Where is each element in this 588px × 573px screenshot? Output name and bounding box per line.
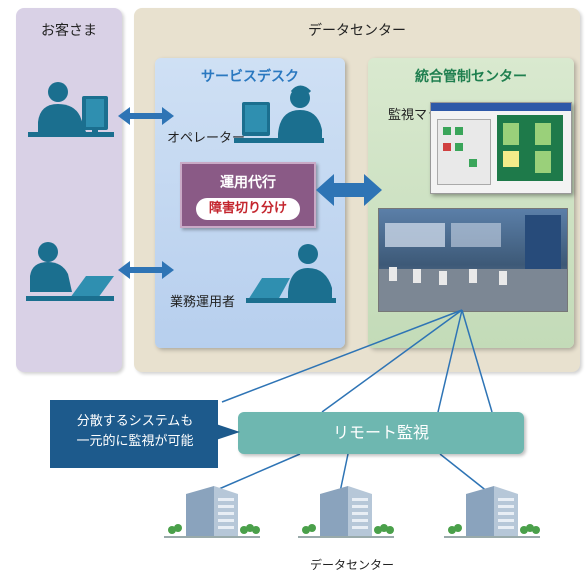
operator-label: オペレーター (167, 131, 246, 146)
callout-text: 分散するシステムも 一元的に監視が可能 (60, 412, 210, 452)
monitor-map-screenshot (430, 102, 572, 194)
customer-title: お客さま (41, 23, 97, 39)
ops-label: 業務運用者 (170, 295, 236, 310)
unyou-daikou-label: 運用代行 (220, 175, 276, 191)
building-icon (444, 486, 540, 538)
control-center-title: 統合管制センター (415, 69, 527, 85)
building-icon (298, 486, 394, 538)
operator-headset-person-icon (234, 85, 324, 143)
customer-panel (16, 8, 122, 372)
customer-laptop-person-icon (26, 242, 114, 301)
customer-desk-person-icon (28, 82, 114, 137)
datacenter-footer-label: データセンター (309, 558, 394, 572)
unyou-daikou-box: 運用代行 障害切り分け (180, 162, 316, 228)
arrow-customer-operator-icon (118, 107, 174, 125)
callout-box: 分散するシステムも 一元的に監視が可能 (50, 400, 218, 468)
datacenter-title: データセンター (308, 23, 406, 39)
service-desk-title: サービスデスク (201, 69, 299, 85)
shougai-kiriwake-badge: 障害切り分け (196, 198, 300, 220)
building-icon (164, 486, 260, 538)
arrow-sd-cc-icon (316, 174, 382, 206)
ops-laptop-person-icon (246, 244, 336, 303)
control-room-photo (378, 208, 568, 312)
callout-line-1: 分散するシステムも (76, 414, 194, 429)
callout-line-2: 一元的に監視が可能 (76, 434, 194, 449)
remote-monitoring-box: リモート監視 (238, 412, 524, 454)
arrow-customer-ops-icon (118, 261, 174, 279)
callout-pointer-icon (216, 424, 240, 440)
